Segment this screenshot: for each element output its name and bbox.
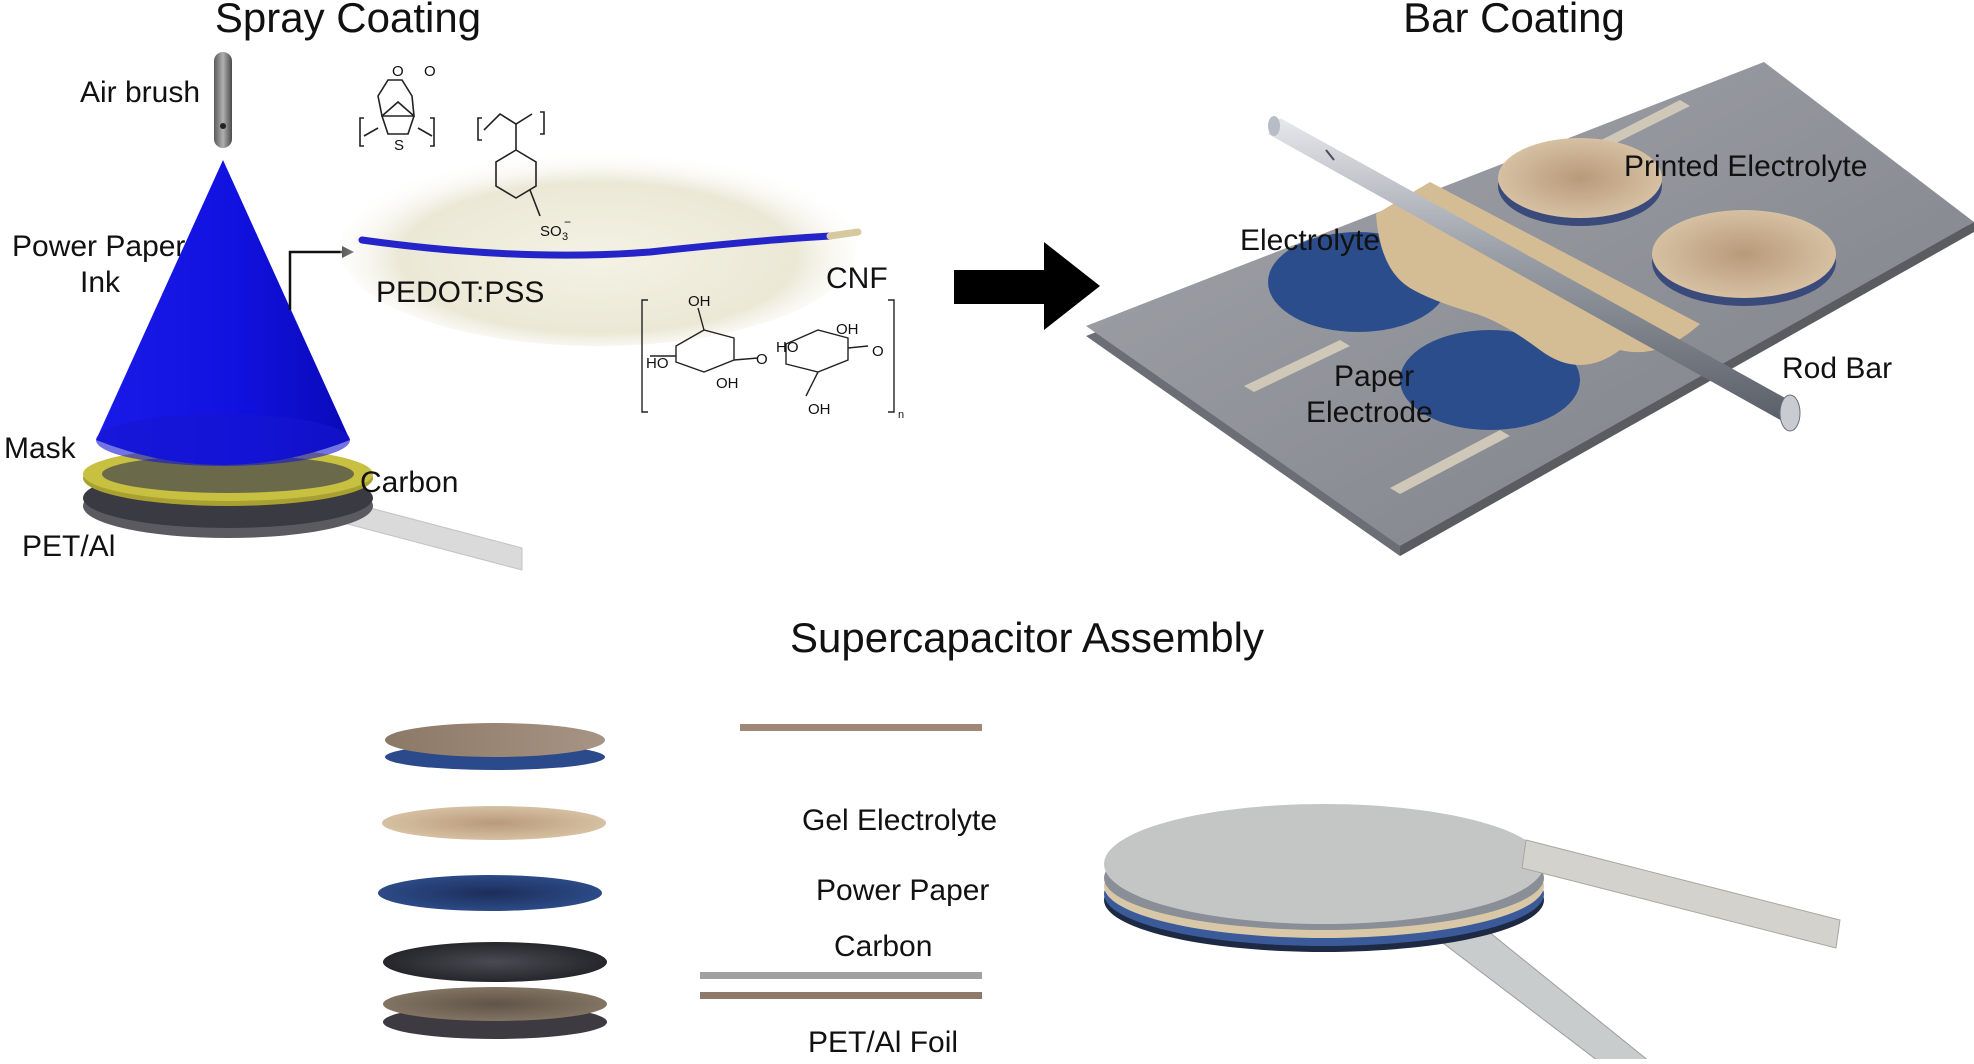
bottom-electrode-stack bbox=[383, 942, 982, 1039]
cellulose-structure bbox=[641, 299, 895, 413]
carbon-label: Carbon bbox=[360, 466, 458, 499]
assembled-supercapacitor bbox=[1104, 804, 1841, 1064]
air-brush-label: Air brush bbox=[80, 76, 200, 109]
pedot-o1: O bbox=[392, 63, 404, 80]
mask-label: Mask bbox=[4, 432, 77, 465]
cellulose-oh-1: OH bbox=[688, 293, 711, 310]
paper-electrode-label-1: Paper bbox=[1334, 360, 1414, 393]
cellulose-o-1: O bbox=[756, 351, 768, 368]
cnf-label: CNF bbox=[826, 262, 888, 295]
cellulose-o-2: O bbox=[872, 343, 884, 360]
gel-electrolyte-layer bbox=[382, 806, 606, 840]
nanostructure-bubble bbox=[340, 150, 856, 346]
cellulose-n: n bbox=[898, 409, 904, 421]
pedot-o2: O bbox=[424, 63, 436, 80]
top-electrode-layer bbox=[385, 723, 982, 770]
assembly-title: Supercapacitor Assembly bbox=[790, 614, 1264, 661]
power-paper-ink-label-1: Power Paper bbox=[12, 230, 185, 263]
pet-al-foil-label: PET/Al Foil bbox=[808, 1026, 958, 1059]
cnf-fiber-tip bbox=[826, 228, 862, 240]
zoom-arrow bbox=[288, 250, 342, 310]
printed-electrolyte-label: Printed Electrolyte bbox=[1624, 150, 1867, 183]
pedot-pss-label: PEDOT:PSS bbox=[376, 276, 544, 309]
air-brush-icon bbox=[214, 52, 232, 148]
power-paper-label: Power Paper bbox=[816, 874, 989, 907]
bar-coating-title: Bar Coating bbox=[1403, 0, 1625, 41]
power-paper-layer bbox=[378, 875, 602, 911]
pss-so3-sup: − bbox=[564, 215, 571, 229]
paper-electrode-disc-2 bbox=[1400, 330, 1580, 430]
gel-electrolyte-label: Gel Electrolyte bbox=[802, 804, 997, 837]
electrolyte-label: Electrolyte bbox=[1240, 224, 1380, 257]
pss-so3: SO bbox=[540, 223, 562, 240]
printed-electrolyte-disc-2 bbox=[1652, 210, 1836, 306]
process-arrow bbox=[954, 242, 1100, 330]
power-paper-ink-label-2: Ink bbox=[80, 266, 121, 299]
cellulose-oh-3: OH bbox=[836, 321, 859, 338]
carbon-assembly-label: Carbon bbox=[834, 930, 932, 963]
cellulose-ho-2: HO bbox=[776, 339, 799, 356]
cellulose-oh-2: OH bbox=[716, 375, 739, 392]
rod-bar bbox=[1268, 116, 1801, 432]
cellulose-ho-1: HO bbox=[646, 355, 669, 372]
spray-cone bbox=[96, 160, 350, 466]
pet-al-label: PET/Al bbox=[22, 530, 115, 563]
pss-so3-sub: 3 bbox=[562, 231, 568, 243]
rod-bar-label: Rod Bar bbox=[1782, 352, 1892, 385]
printed-electrolyte-disc-1 bbox=[1498, 138, 1662, 226]
pedot-structure bbox=[359, 79, 435, 147]
paper-electrode-label-2: Electrode bbox=[1306, 396, 1433, 429]
spray-coating-title: Spray Coating bbox=[215, 0, 481, 41]
pedot-s: S bbox=[394, 137, 404, 154]
cnf-fiber bbox=[358, 232, 834, 259]
cellulose-oh-4: OH bbox=[808, 401, 831, 418]
pss-structure bbox=[477, 111, 545, 217]
